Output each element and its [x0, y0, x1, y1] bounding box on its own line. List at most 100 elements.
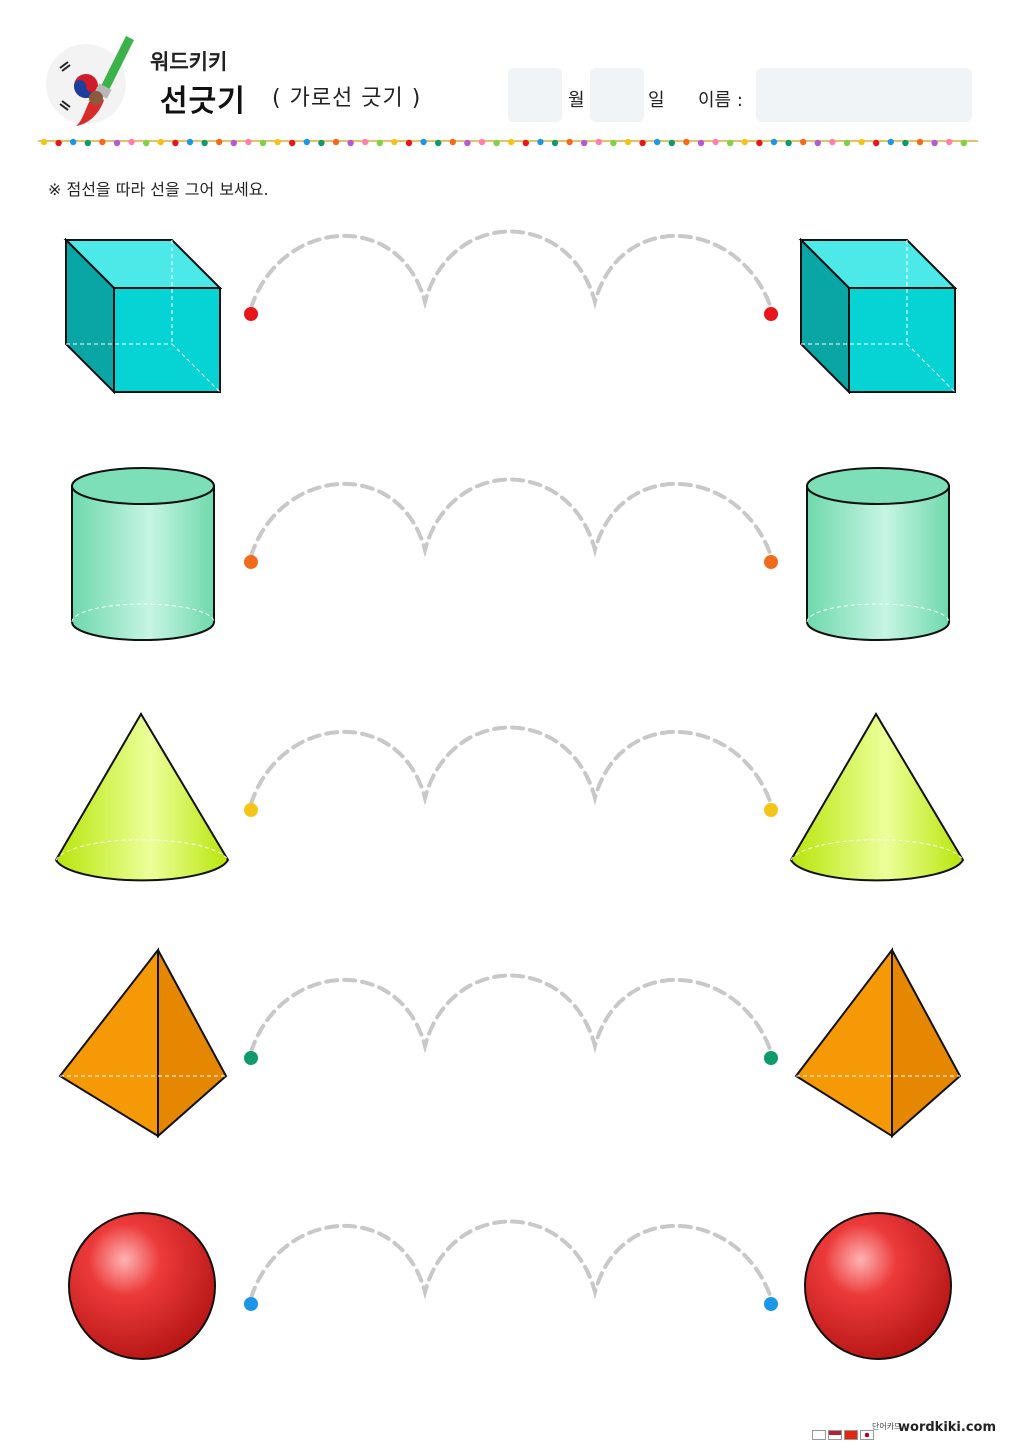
confetti-dot	[143, 139, 150, 147]
confetti-dot	[843, 139, 851, 147]
start-dot[interactable]	[244, 555, 258, 569]
pyramid-right-shape	[794, 947, 962, 1139]
month-input[interactable]	[508, 68, 562, 122]
month-label: 월	[568, 90, 585, 111]
confetti-dot	[858, 138, 865, 146]
confetti-dot	[829, 138, 836, 146]
confetti-dot	[289, 139, 296, 147]
confetti-dot	[814, 139, 821, 147]
end-dot[interactable]	[764, 803, 778, 817]
usa-flag-icon	[828, 1429, 842, 1440]
confetti-dot	[216, 138, 223, 146]
confetti-dot	[84, 139, 91, 147]
confetti-dot	[318, 139, 325, 147]
confetti-dot	[931, 139, 938, 147]
confetti-dot	[376, 139, 383, 147]
end-dot[interactable]	[764, 307, 778, 321]
korea-flag-icon	[812, 1429, 826, 1440]
confetti-dot	[508, 138, 515, 146]
confetti-dot	[537, 138, 544, 146]
tracing-row-pyramid	[0, 947, 1022, 1172]
day-input[interactable]	[590, 68, 644, 122]
confetti-dot	[230, 139, 237, 147]
dotted-trace-line[interactable]	[240, 228, 785, 388]
confetti-dot	[157, 138, 164, 146]
confetti-dot	[610, 139, 617, 147]
confetti-dot	[201, 139, 208, 147]
confetti-dot	[128, 138, 135, 146]
dotted-trace-line[interactable]	[240, 972, 785, 1132]
start-dot[interactable]	[244, 307, 258, 321]
confetti-dot	[478, 138, 486, 146]
page-subtitle: ( 가로선 긋기 )	[272, 86, 422, 111]
site-url[interactable]: wordkiki.com	[898, 1420, 996, 1435]
start-dot[interactable]	[244, 803, 258, 817]
confetti-dot	[113, 139, 121, 147]
dotted-trace-line[interactable]	[240, 724, 785, 884]
cylinder-left-shape	[71, 467, 215, 641]
confetti-dot	[332, 138, 340, 146]
brand-name: 워드키키	[150, 50, 228, 74]
end-dot[interactable]	[764, 1051, 778, 1065]
confetti-dot	[916, 138, 924, 146]
cone-left-shape	[54, 712, 230, 882]
cube-left-shape	[63, 237, 223, 395]
end-dot[interactable]	[764, 555, 778, 569]
name-input[interactable]	[756, 68, 972, 122]
confetti-dot	[946, 138, 953, 146]
confetti-dot	[727, 139, 734, 147]
page-title: 선긋기	[160, 84, 246, 119]
confetti-dot	[683, 138, 690, 146]
confetti-dot	[522, 139, 529, 147]
confetti-dot	[55, 139, 62, 147]
confetti-dot	[391, 138, 398, 146]
confetti-dots-decoration	[40, 138, 967, 147]
confetti-dot	[741, 138, 748, 146]
confetti-dot	[887, 138, 894, 146]
confetti-dot	[245, 138, 252, 146]
cone-right-shape	[789, 712, 965, 882]
confetti-dot	[420, 138, 427, 146]
start-dot[interactable]	[244, 1051, 258, 1065]
dotted-trace-line[interactable]	[240, 1218, 785, 1378]
dotted-trace-line[interactable]	[240, 476, 785, 636]
confetti-dot	[362, 138, 369, 146]
sphere-right-shape	[804, 1212, 952, 1360]
confetti-dot	[639, 139, 646, 147]
confetti-dot	[785, 139, 792, 147]
worksheet-header: 워드키키 선긋기 ( 가로선 긋기 ) 월 일 이름 :	[0, 0, 1022, 150]
confetti-dot	[405, 139, 413, 147]
confetti-dot	[99, 138, 106, 146]
china-flag-icon	[844, 1429, 858, 1440]
confetti-dot	[770, 138, 778, 146]
confetti-dot	[566, 138, 573, 146]
confetti-dot	[712, 138, 719, 146]
tracing-row-cone	[0, 712, 1022, 924]
confetti-dot	[274, 138, 281, 146]
confetti-dot	[756, 139, 763, 147]
confetti-dot	[581, 139, 588, 147]
confetti-dot	[493, 139, 500, 147]
day-label: 일	[648, 90, 665, 111]
name-label: 이름 :	[698, 90, 743, 111]
tracing-row-cube	[0, 228, 1022, 428]
confetti-dot	[697, 139, 705, 147]
confetti-dot	[449, 138, 456, 146]
instruction-text: ※ 점선을 따라 선을 그어 보세요.	[48, 180, 269, 199]
paintbrush-logo-icon	[59, 36, 134, 126]
confetti-dot	[624, 138, 632, 146]
confetti-dot	[595, 138, 602, 146]
confetti-dot	[464, 139, 471, 147]
confetti-dot	[873, 139, 880, 147]
cylinder-right-shape	[806, 467, 950, 641]
confetti-dot	[551, 139, 559, 147]
confetti-dot	[800, 138, 807, 146]
confetti-dot	[303, 138, 310, 146]
end-dot[interactable]	[764, 1297, 778, 1311]
confetti-dot	[902, 139, 909, 147]
confetti-dot	[654, 138, 661, 146]
flag-caption: 단어카드	[872, 1422, 902, 1431]
confetti-dot	[70, 138, 77, 146]
start-dot[interactable]	[244, 1297, 258, 1311]
tracing-row-cylinder	[0, 467, 1022, 676]
